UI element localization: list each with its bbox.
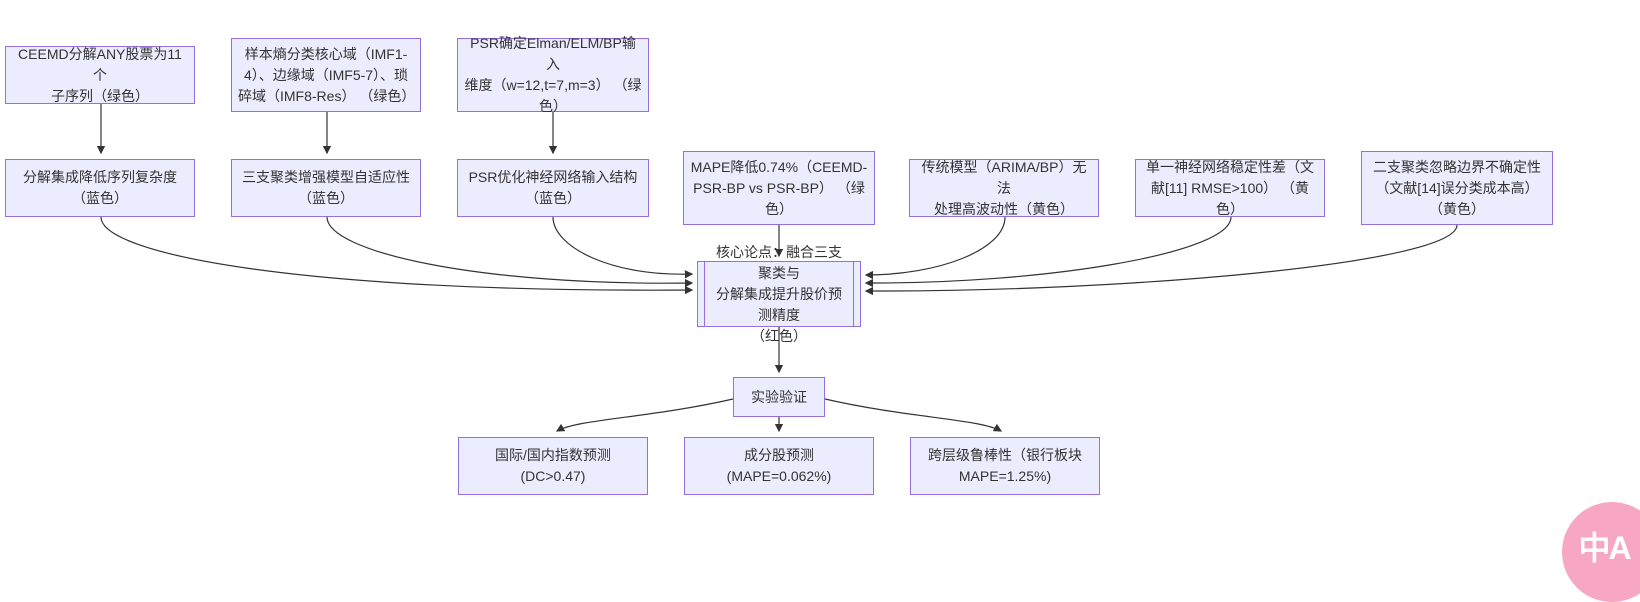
node-two-way-clustering-limit: 二支聚类忽略边界不确定性 （文献[14]误分类成本高） （黄色） — [1361, 151, 1553, 225]
node-core-thesis: 核心论点：融合三支聚类与 分解集成提升股价预测精度 （红色） — [697, 244, 861, 344]
edge-exp-m — [555, 398, 734, 432]
node-single-nn-instability: 单一神经网络稳定性差（文 献[11] RMSE>100） （黄色） — [1135, 159, 1325, 217]
node-psr-input-dimension: PSR确定Elman/ELM/BP输入 维度（w=12,t=7,m=3） （绿 … — [457, 35, 649, 114]
edge-h-core — [864, 216, 1006, 280]
node-sample-entropy-domains: 样本熵分类核心域（IMF1- 4）、边缘域（IMF5-7）、琐 碎域（IMF8-… — [231, 38, 421, 112]
translate-button[interactable]: 中A — [1562, 502, 1640, 602]
node-three-way-adaptivity: 三支聚类增强模型自适应性 （蓝色） — [231, 159, 421, 217]
flowchart-canvas: CEEMD分解ANY股票为11个 子序列（绿色） 样本熵分类核心域（IMF1- … — [5, 35, 1640, 602]
node-experiment-validation: 实验验证 — [733, 377, 825, 417]
node-decomposition-complexity: 分解集成降低序列复杂度 （蓝色） — [5, 159, 195, 217]
edge-exp-o — [824, 398, 1003, 432]
node-index-prediction: 国际/国内指数预测 (DC>0.47) — [458, 437, 648, 495]
node-cross-level-robustness: 跨层级鲁棒性（银行板块 MAPE=1.25%) — [910, 437, 1100, 495]
translate-icon: 中A — [1578, 530, 1631, 566]
node-mape-reduction: MAPE降低0.74%（CEEMD- PSR-BP vs PSR-BP） （绿 … — [683, 151, 875, 225]
edge-e-core — [326, 216, 694, 288]
node-constituent-prediction: 成分股预测 (MAPE=0.062%) — [684, 437, 874, 495]
edge-i-core — [864, 216, 1232, 288]
node-psr-input-structure: PSR优化神经网络输入结构 （蓝色） — [457, 159, 649, 217]
edge-f-core — [552, 216, 694, 279]
node-ceemd-decompose: CEEMD分解ANY股票为11个 子序列（绿色） — [5, 46, 195, 104]
node-traditional-model-limit: 传统模型（ARIMA/BP）无法 处理高波动性（黄色） — [909, 159, 1099, 217]
edge-j-core — [864, 224, 1458, 296]
edge-d-core — [100, 216, 694, 295]
